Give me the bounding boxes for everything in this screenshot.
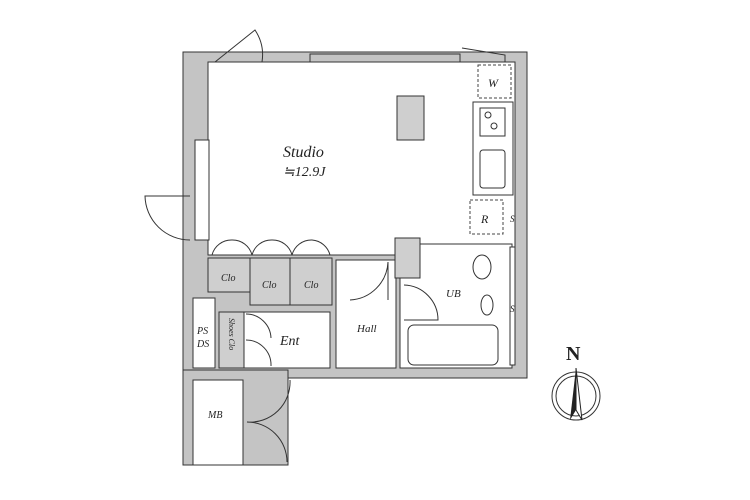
fridge-label: R: [480, 212, 489, 226]
compass-north-label: N: [566, 343, 581, 365]
closet-label-1: Clo: [221, 273, 235, 284]
shelf-mark-2: S: [510, 304, 515, 314]
bath-door: [403, 284, 439, 321]
meter-box-room: [192, 379, 244, 466]
meter-box-label: MB: [207, 410, 222, 421]
studio-area: ≒12.9J: [283, 165, 326, 180]
studio-label: Studio: [283, 144, 324, 161]
kitchen-island: [396, 95, 425, 141]
washer-space: [477, 64, 512, 99]
entrance-label: Ent: [279, 334, 301, 349]
shoes-closet-doors: [245, 313, 272, 367]
shoes-closet: [218, 311, 245, 369]
fridge-space: [469, 199, 504, 235]
bath-label: UB: [446, 288, 461, 300]
closet-label-2: Clo: [262, 280, 276, 291]
balcony-door: [214, 29, 264, 63]
washer-label: W: [488, 76, 499, 90]
closet-label-3: Clo: [304, 280, 318, 291]
ds-label: DS: [196, 339, 209, 350]
ps-ds-room: [192, 297, 216, 369]
shelf-mark-1: S: [510, 214, 515, 224]
pipe-shaft: [394, 237, 421, 279]
hall-room: [335, 259, 397, 369]
closet-3: [289, 257, 333, 306]
shoes-closet-label: Shoes Clo: [227, 318, 236, 350]
bathtub-icon: [407, 324, 499, 366]
side-door: [144, 195, 191, 241]
closet-doors: [211, 239, 331, 256]
entrance-room: [243, 311, 331, 369]
balcony-window-door: [461, 47, 506, 62]
window: [309, 53, 461, 63]
ps-label: PS: [196, 326, 208, 337]
stove-icon: [479, 107, 506, 137]
front-door: [246, 379, 291, 463]
hall-door: [349, 261, 389, 301]
hall-label: Hall: [356, 323, 377, 335]
compass-icon: [551, 367, 601, 421]
closet-2: [249, 257, 291, 306]
toilet-icon: [472, 254, 492, 280]
basin-icon: [480, 294, 494, 316]
sink-icon: [479, 149, 506, 189]
